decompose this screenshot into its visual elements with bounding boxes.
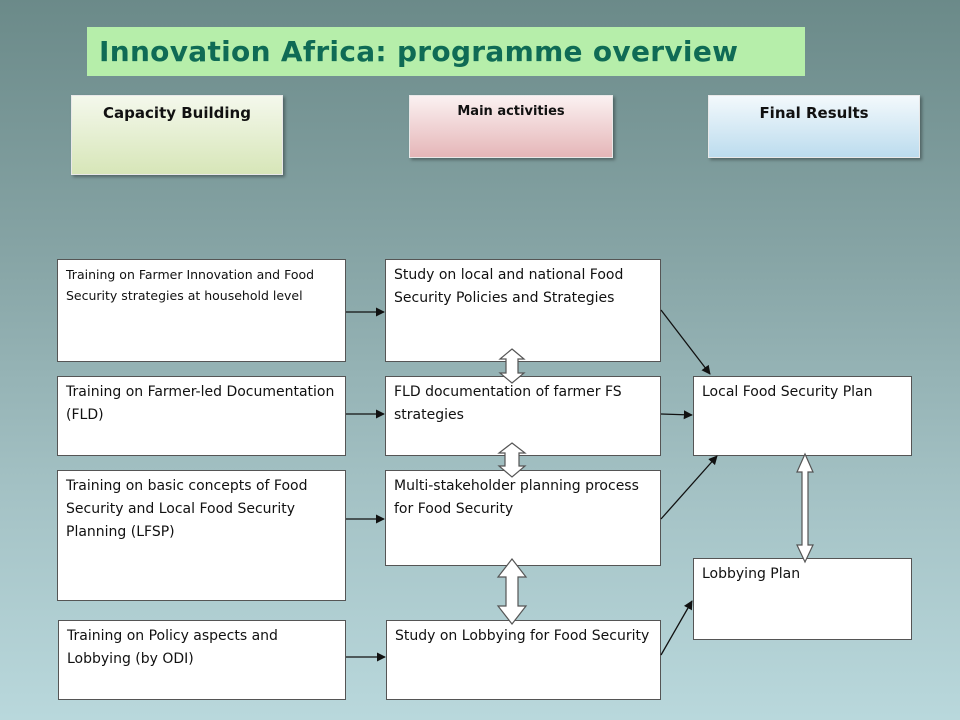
capacity-box-policy-lobbying: Training on Policy aspects and Lobbying … <box>58 620 346 700</box>
arrow-connector <box>660 455 718 520</box>
arrow-connector <box>660 600 693 656</box>
page-title: Innovation Africa: programme overview <box>99 35 739 68</box>
activity-box-policy-study: Study on local and national Food Securit… <box>385 259 661 362</box>
result-box-local-fs-plan: Local Food Security Plan <box>693 376 912 456</box>
result-box-lobbying-plan: Lobbying Plan <box>693 558 912 640</box>
double-arrow <box>497 442 527 478</box>
capacity-box-farmer-innovation: Training on Farmer Innovation and Food S… <box>57 259 346 362</box>
double-arrow <box>498 348 526 384</box>
capacity-box-fld-training: Training on Farmer-led Documentation (FL… <box>57 376 346 456</box>
header-final-results: Final Results <box>708 95 920 158</box>
double-arrow <box>496 558 528 625</box>
title-banner: Innovation Africa: programme overview <box>87 27 805 76</box>
header-main-activities: Main activities <box>409 95 613 158</box>
activity-box-lobbying-study: Study on Lobbying for Food Security <box>386 620 661 700</box>
activity-box-multistakeholder: Multi-stakeholder planning process for F… <box>385 470 661 566</box>
arrow-connector <box>660 309 711 375</box>
header-capacity-building: Capacity Building <box>71 95 283 175</box>
capacity-box-lfsp-training: Training on basic concepts of Food Secur… <box>57 470 346 601</box>
double-arrow <box>796 452 814 564</box>
arrow-connector <box>660 410 693 420</box>
activity-box-fld-documentation: FLD documentation of farmer FS strategie… <box>385 376 661 456</box>
